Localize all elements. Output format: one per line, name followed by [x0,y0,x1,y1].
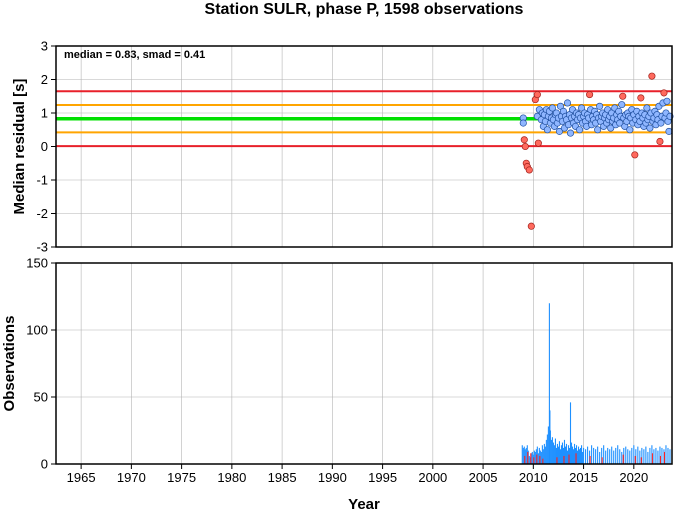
outlier-point [660,89,668,97]
outlier-point [527,222,535,230]
inlier-point [663,97,671,105]
x-tick-label: 2000 [418,470,447,485]
residual-y-tick-label: -1 [36,173,48,188]
inlier-point [543,126,551,134]
outlier-point [525,166,533,174]
inlier-point [665,127,673,135]
outlier-point [648,72,656,80]
outlier-point [619,92,627,100]
inlier-point [618,101,626,109]
chart-title: Station SULR, phase P, 1598 observations [205,1,524,18]
outlier-point [521,142,529,151]
outlier-point [533,91,541,99]
residual-y-ticks: -3 -2 -1 0 1 2 3 [36,39,56,255]
inlier-point [555,127,564,135]
observations-y-ticks: 0 50 100 150 [26,256,56,472]
observations-y-tick-label: 100 [26,323,48,338]
x-tick-label: 2015 [569,470,598,485]
inlier-point [616,119,624,127]
inlier-point [596,102,604,110]
outlier-point [586,91,594,99]
observations-grid [56,262,672,465]
inlier-point [575,126,584,134]
observations-y-axis-label: Observations [1,316,18,412]
observations-panel: 0 50 100 150 1965 1970 1975 1980 1985 1990 1995 20… [1,256,673,511]
residual-y-tick-label: 2 [41,72,48,87]
residual-y-tick-label: -3 [36,240,48,255]
residual-y-tick-label: -2 [36,206,48,221]
outlier-point [534,139,542,147]
x-axis-label: Year [348,496,380,511]
inlier-point [626,126,634,134]
x-tick-label: 1990 [318,470,347,485]
observations-y-tick-label: 0 [41,457,48,472]
residual-points [519,72,674,230]
inlier-point [657,119,665,127]
observations-frame [55,262,673,465]
observations-y-tick-label: 150 [26,256,48,271]
inlier-point [548,104,556,112]
outlier-point [656,137,664,146]
inlier-point [594,126,602,134]
inlier-point [643,104,651,112]
outlier-point [637,94,645,102]
x-tick-label: 2020 [619,470,648,485]
inlier-point [566,129,575,137]
inlier-point [607,124,615,132]
x-tick-label: 1980 [217,470,246,485]
x-tick-label: 1995 [368,470,397,485]
inlier-point [563,99,572,107]
observations-y-tick-label: 50 [34,390,48,405]
outlier-point [631,151,639,159]
x-tick-label: 1975 [167,470,196,485]
observations-bars [521,303,671,464]
residual-annotation: median = 0.83, smad = 0.41 [64,49,205,61]
x-tick-label: 2005 [469,470,498,485]
x-tick-label: 2010 [519,470,548,485]
observations-x-ticks: 1965 1970 1975 1980 1985 1990 1995 2000 2005 2010… [67,464,648,485]
inlier-point [646,124,654,132]
residual-y-axis-label: Median residual [s] [11,79,28,215]
residual-y-tick-label: 3 [41,39,48,54]
x-tick-label: 1985 [268,470,297,485]
residual-panel: -3 -2 -1 0 1 2 3 median = 0.83, smad = 0.41 Me… [11,39,674,255]
x-tick-label: 1965 [67,470,96,485]
residual-y-tick-label: 0 [41,139,48,154]
x-tick-label: 1970 [117,470,146,485]
residual-y-tick-label: 1 [41,106,48,121]
inlier-point [519,119,527,127]
outlier-point [520,136,528,144]
